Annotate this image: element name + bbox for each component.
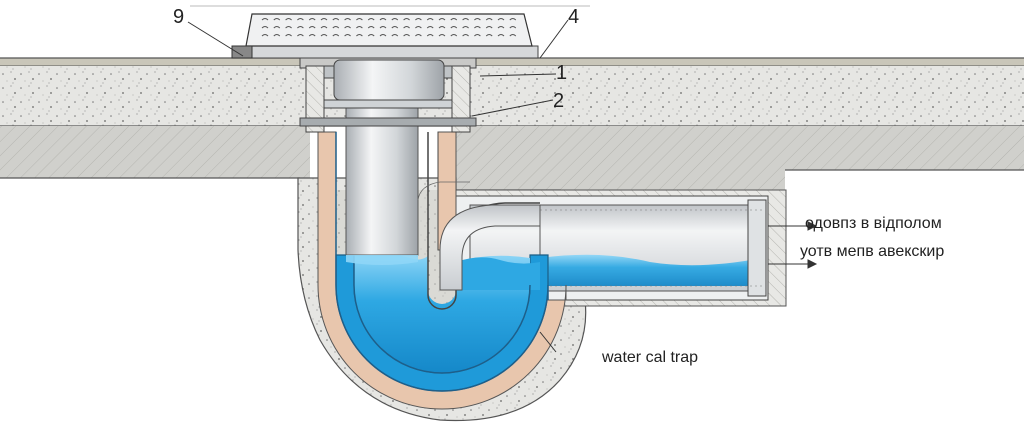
elbow-pipe [439,204,541,291]
drain-grate-icon [231,13,539,59]
callout-part-9: 9 [173,6,185,28]
riser-pipe [345,99,470,265]
callout-part-4: 4 [568,6,580,28]
callout-part-1: 1 [556,62,568,84]
floor-finish-layer [0,57,1024,67]
leader-lines [187,5,590,353]
trap-pipe-walls [335,132,549,392]
outlet-label-line-1: одовпз в відполом [805,215,942,232]
callout-part-2: 2 [553,90,565,112]
drain-body-flange [299,57,477,133]
water-trap-label: water cal trap [602,349,699,366]
arrow-right-icon [768,221,818,269]
outlet-label-line-2: уотв мепв авекскир [800,243,945,260]
structural-slab-layer [0,126,1024,190]
